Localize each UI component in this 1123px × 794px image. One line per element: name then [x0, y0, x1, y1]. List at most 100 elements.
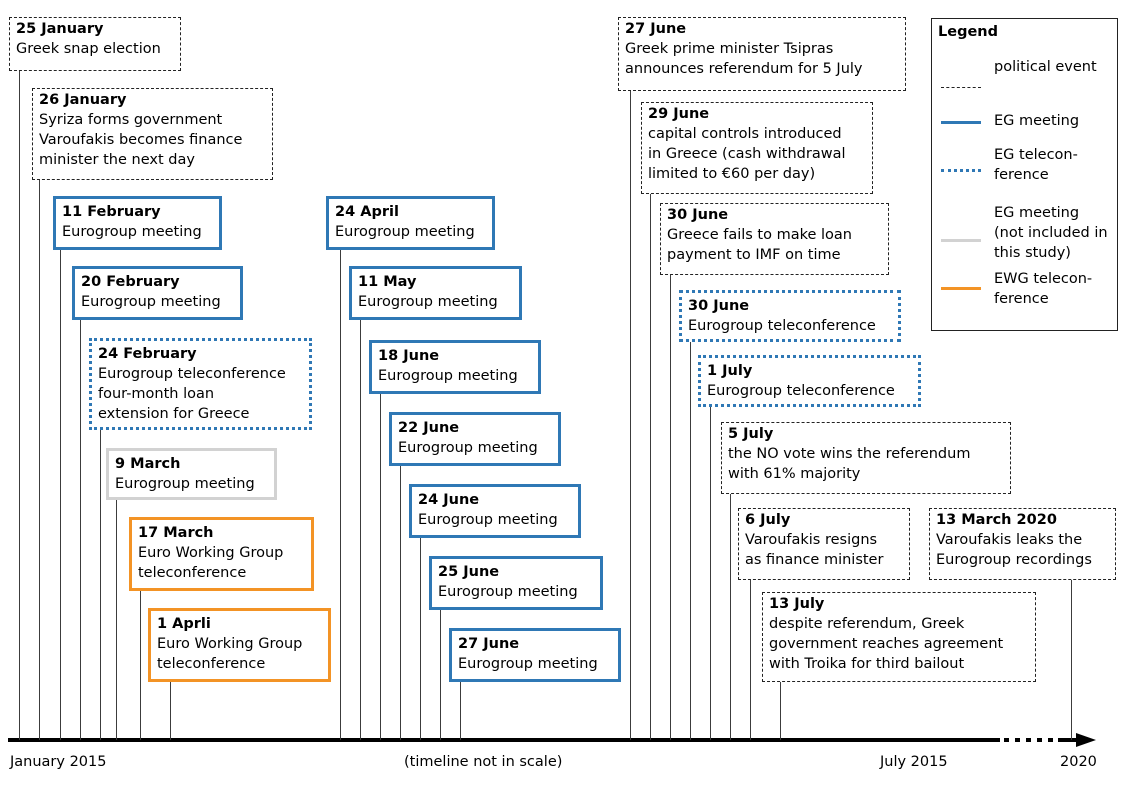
event-text: Greek prime minister Tsipras: [625, 41, 834, 57]
event-text: Eurogroup meeting: [418, 512, 558, 528]
event-text: Eurogroup meeting: [358, 294, 498, 310]
event-text: Eurogroup recordings: [936, 552, 1092, 568]
event-connector-line: [80, 320, 81, 740]
event-connector-line: [140, 591, 141, 740]
legend-swatch-ewg: [941, 287, 981, 290]
event-connector-line: [460, 682, 461, 740]
event-connector-line: [780, 682, 781, 740]
event-text: Greece fails to make loan: [667, 227, 852, 243]
event-text: Eurogroup meeting: [398, 440, 538, 456]
event-connector-line: [730, 494, 731, 740]
event-text: Eurogroup meeting: [62, 224, 202, 240]
event-text: limited to €60 per day): [648, 166, 816, 182]
event-date: 26 January: [39, 92, 127, 108]
legend-label: EG meeting: [994, 113, 1080, 129]
event-date: 13 July: [769, 596, 825, 612]
event-connector-line: [440, 610, 441, 740]
event-text: Varoufakis resigns: [745, 532, 878, 548]
event-date: 27 June: [625, 21, 687, 37]
event-date: 17 March: [138, 525, 214, 541]
event-text: as finance minister: [745, 552, 884, 568]
event-connector-line: [710, 407, 711, 740]
event-connector-line: [170, 682, 171, 740]
event-date: 29 June: [648, 106, 710, 122]
event-text: in Greece (cash withdrawal: [648, 146, 846, 162]
legend-title: Legend: [938, 24, 998, 40]
event-text: teleconference: [138, 565, 247, 581]
event-date: 11 February: [62, 204, 161, 220]
event-date: 1 Aprli: [157, 616, 211, 632]
axis-start-label: January 2015: [10, 754, 107, 770]
event-text: with Troika for third bailout: [769, 656, 965, 672]
event-text: announces referendum for 5 July: [625, 61, 863, 77]
event-date: 25 June: [438, 564, 500, 580]
axis-note: (timeline not in scale): [404, 754, 563, 770]
legend-label: political event: [994, 59, 1097, 75]
axis-end-label: 2020: [1060, 754, 1097, 770]
event-text: Eurogroup meeting: [378, 368, 518, 384]
event-box-political: 5 July the NO vote wins the referendum wit…: [721, 422, 1011, 494]
event-connector-line: [116, 500, 117, 740]
event-text: Eurogroup teleconference: [688, 318, 876, 334]
event-connector-line: [400, 466, 401, 740]
event-text: Eurogroup meeting: [81, 294, 221, 310]
event-connector-line: [690, 342, 691, 740]
event-text: the NO vote wins the referendum: [728, 446, 971, 462]
legend-swatch-egx: [941, 239, 981, 242]
event-date: 6 July: [745, 512, 791, 528]
event-connector-line: [650, 194, 651, 740]
event-text: Eurogroup teleconference: [707, 383, 895, 399]
event-text: Eurogroup meeting: [438, 584, 578, 600]
event-text: Varoufakis leaks the: [936, 532, 1083, 548]
legend-swatch-eg: [941, 121, 981, 124]
event-connector-line: [1071, 580, 1072, 740]
event-date: 24 June: [418, 492, 480, 508]
event-box-political: 29 June capital controls introduced in Gre…: [641, 102, 873, 194]
event-date: 30 June: [667, 207, 729, 223]
event-text: Greek snap election: [16, 41, 161, 57]
event-text: Euro Working Group: [157, 636, 303, 652]
legend-swatch-egtc: [941, 169, 981, 172]
legend-label: EG telecon-ference: [994, 147, 1078, 183]
event-date: 20 February: [81, 274, 180, 290]
event-text: Eurogroup meeting: [458, 656, 598, 672]
event-date: 11 May: [358, 274, 417, 290]
event-date: 5 July: [728, 426, 774, 442]
legend-swatch-political: [941, 87, 981, 88]
event-text: Varoufakis becomes finance: [39, 132, 243, 148]
event-text: Euro Working Group: [138, 545, 284, 561]
legend-label: EWG telecon-ference: [994, 271, 1093, 307]
event-text: capital controls introduced: [648, 126, 842, 142]
event-text: extension for Greece: [98, 406, 250, 422]
event-date: 30 June: [688, 298, 750, 314]
event-text: minister the next day: [39, 152, 195, 168]
event-connector-line: [360, 320, 361, 740]
event-connector-line: [60, 250, 61, 740]
event-text: payment to IMF on time: [667, 247, 841, 263]
event-date: 9 March: [115, 456, 181, 472]
event-text: with 61% majority: [728, 466, 861, 482]
event-date: 25 January: [16, 21, 104, 37]
event-text: despite referendum, Greek: [769, 616, 965, 632]
event-connector-line: [39, 180, 40, 740]
